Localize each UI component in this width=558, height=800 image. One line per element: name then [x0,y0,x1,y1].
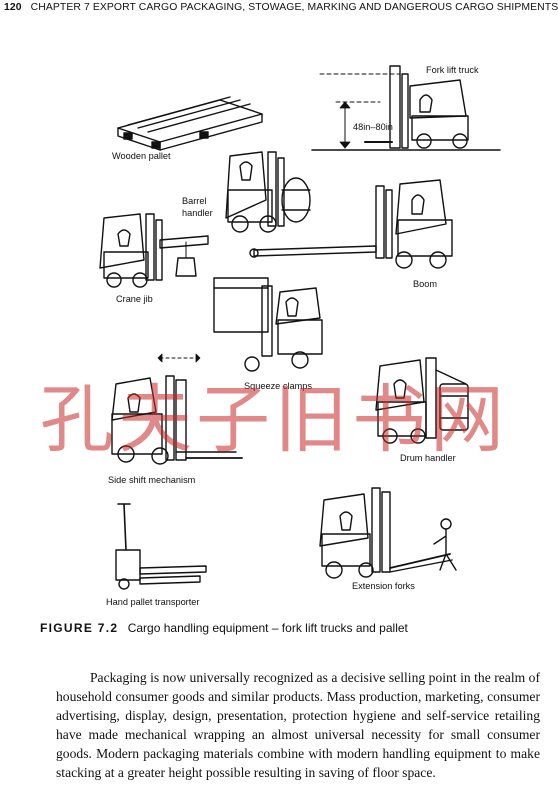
figure-caption-text: Cargo handling equipment – fork lift tru… [127,621,408,635]
running-header: 120 CHAPTER 7 EXPORT CARGO PACKAGING, ST… [4,2,558,13]
fork-lift-truck-drawing [311,65,501,151]
label-squeeze-clamps: Squeeze clamps [244,381,312,391]
figure-caption: FIGURE 7.2 Cargo handling equipment – fo… [40,621,540,635]
running-title: CHAPTER 7 EXPORT CARGO PACKAGING, STOWAG… [30,2,558,13]
label-crane-jib: Crane jib [116,294,153,304]
label-extension-forks: Extension forks [352,581,415,591]
page-number: 120 [4,2,22,13]
label-dimension: 48in–80in [353,122,393,132]
squeeze-clamps-drawing [213,277,323,372]
hand-pallet-transporter-drawing [115,503,207,590]
drum-handler-drawing [375,357,469,444]
boom-drawing [249,179,453,269]
label-barrel-handler: Barrel handler [182,196,213,218]
label-fork-lift-truck: Fork lift truck [426,65,479,75]
body-paragraph: Packaging is now universally recognized … [56,670,540,780]
label-side-shift-mechanism: Side shift mechanism [108,475,196,485]
label-wooden-pallet: Wooden pallet [112,151,171,161]
barrel-handler-drawing [225,151,311,233]
side-shift-mechanism-drawing [111,353,243,465]
extension-forks-drawing [319,487,457,579]
wooden-pallet-drawing [117,96,263,151]
figure-caption-label: FIGURE 7.2 [40,621,119,635]
cargo-equipment-illustration [99,65,501,590]
label-hand-pallet-transporter: Hand pallet transporter [106,597,200,607]
crane-jib-drawing [99,213,209,288]
label-boom: Boom [413,279,438,289]
figure-7-2: Fork lift truck 48in–80in Wooden pallet … [0,40,546,620]
label-drum-handler: Drum handler [400,453,456,463]
